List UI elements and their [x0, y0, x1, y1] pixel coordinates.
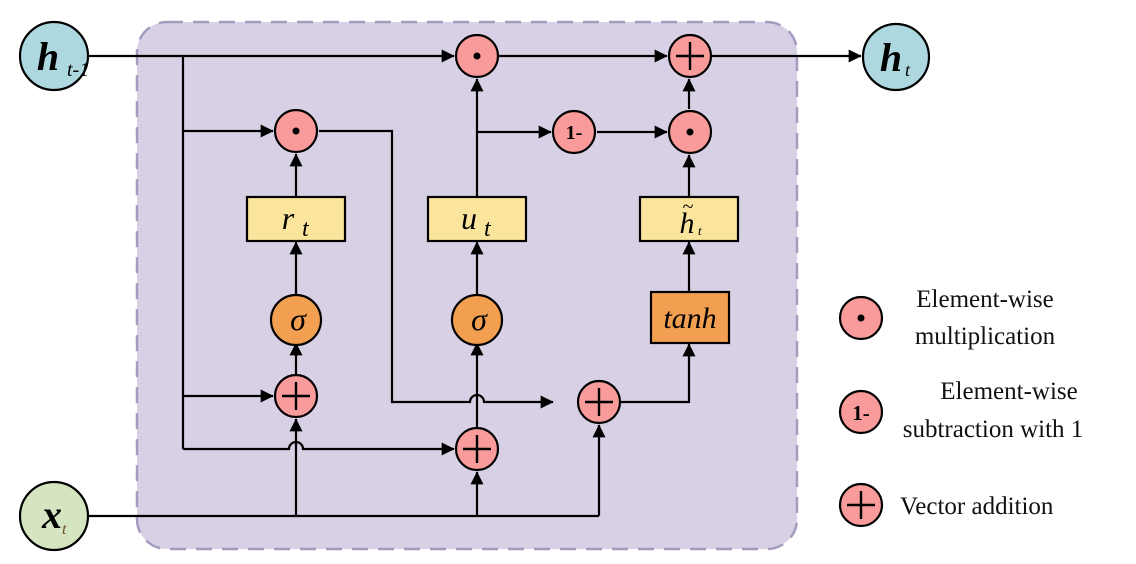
dot-icon — [292, 127, 300, 135]
legend-one-minus-line2: subtraction with 1 — [903, 416, 1084, 443]
one-minus-icon — [838, 389, 884, 435]
wire-add-candidate-to-tanh — [599, 343, 696, 404]
x-input-label: x — [41, 492, 62, 537]
reset-gate-label: r — [282, 200, 295, 236]
h-prev-label: h — [37, 34, 59, 79]
legend-item-multiply: Element-wise multiplication — [838, 286, 1056, 350]
legend-one-minus-line1: Element-wise — [940, 378, 1077, 405]
add-update-node — [454, 426, 500, 472]
connections — [88, 49, 862, 518]
multiply-top-node — [454, 33, 500, 79]
sigmoid-update-node: σ — [450, 293, 504, 347]
update-gate-box: u t — [426, 195, 528, 243]
dot-icon — [686, 128, 694, 136]
tanh-box: tanh — [649, 290, 731, 345]
update-gate-label: u — [461, 200, 477, 236]
multiply-reset-node — [273, 108, 319, 154]
candidate-tilde: ~ — [683, 196, 694, 218]
candidate-state-label: h — [680, 207, 695, 240]
legend-one-minus-glyph: 1- — [852, 401, 870, 425]
x-input-node: x t — [18, 480, 90, 552]
legend-multiply-line2: multiplication — [915, 323, 1056, 350]
h-prev-node: h t-1 — [18, 20, 89, 92]
legend-multiply-line1: Element-wise — [916, 286, 1053, 313]
legend: Element-wise multiplication 1- Element-w… — [838, 286, 1084, 528]
add-reset-node — [273, 373, 319, 419]
one-minus-label: 1- — [566, 122, 583, 144]
sigmoid-reset-node: σ — [269, 293, 323, 347]
svg-text:h: h — [37, 34, 59, 79]
legend-add-label: Vector addition — [900, 493, 1054, 520]
wire-mult-reset-to-add-candidate — [319, 129, 554, 409]
multiply-candidate-node — [667, 109, 713, 155]
reset-gate-subscript: t — [302, 216, 310, 242]
dot-icon — [473, 52, 481, 60]
x-input-subscript: t — [62, 521, 67, 538]
update-gate-subscript: t — [484, 216, 492, 242]
h-prev-subscript: t-1 — [67, 59, 89, 81]
add-candidate-node — [576, 379, 622, 425]
legend-item-add: Vector addition — [838, 482, 1054, 528]
candidate-state-box: h ~ t — [638, 195, 740, 243]
candidate-state-subscript: t — [698, 223, 702, 238]
gru-cell-boundary — [135, 20, 799, 551]
legend-item-one-minus: 1- Element-wise subtraction with 1 — [838, 378, 1084, 443]
sigmoid-update-label: σ — [471, 301, 488, 337]
add-output-node — [667, 33, 713, 79]
reset-gate-box: r t — [245, 195, 347, 243]
sigmoid-reset-label: σ — [290, 301, 307, 337]
h-next-node: h t — [861, 22, 931, 92]
h-next-subscript: t — [905, 60, 911, 80]
one-minus-node: 1- — [551, 109, 597, 155]
h-next-label: h — [880, 35, 902, 80]
tanh-label: tanh — [663, 302, 716, 335]
